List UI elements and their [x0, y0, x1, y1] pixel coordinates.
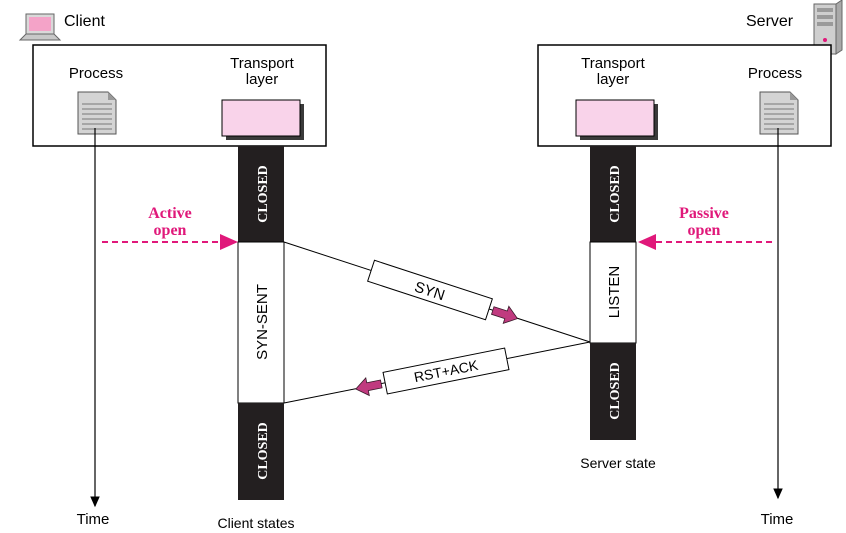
server-time-label: Time	[761, 511, 794, 528]
client-time-label: Time	[77, 511, 110, 528]
server-tower-icon	[813, 0, 843, 55]
active-open-label-line1: Active	[148, 205, 192, 222]
document-icon	[759, 91, 799, 135]
laptop-icon	[18, 13, 62, 41]
server-state-closed-top-label: CLOSED	[608, 165, 623, 223]
server-state-closed-top	[590, 146, 636, 242]
client-transport-label-line2: layer	[246, 71, 279, 88]
client-state-closed-top-label: CLOSED	[256, 165, 271, 223]
server-transport-box	[575, 99, 655, 137]
passive-open-label-line2: open	[688, 222, 721, 239]
client-state-closed-bottom	[238, 403, 284, 500]
syn-segment: SYN	[367, 259, 519, 325]
server-process-label: Process	[748, 65, 802, 82]
server-state-listen-label: LISTEN	[606, 266, 623, 319]
server-transport-label-line2: layer	[597, 71, 630, 88]
server-title: Server	[746, 13, 794, 30]
server-transport-label-line1: Transport	[581, 55, 645, 72]
active-open-label-line2: open	[154, 222, 187, 239]
client-state-syn-sent-label: SYN-SENT	[254, 284, 271, 360]
client-process-label: Process	[69, 65, 123, 82]
client-title: Client	[64, 13, 105, 30]
client-state-closed-bottom-label: CLOSED	[256, 422, 271, 480]
client-state-closed-top	[238, 146, 284, 242]
client-states-caption: Client states	[217, 515, 294, 531]
server-state-closed-bottom	[590, 343, 636, 440]
server-state-listen	[589, 241, 637, 344]
syn-direction-arrow	[490, 305, 519, 325]
server-state-closed-bottom-label: CLOSED	[608, 362, 623, 420]
rst-ack-segment: RST+ACK	[355, 347, 510, 397]
document-icon	[77, 91, 117, 135]
rst-ack-direction-arrow	[355, 376, 383, 397]
client-transport-label-line1: Transport	[230, 55, 294, 72]
client-state-syn-sent	[237, 241, 285, 404]
passive-open-label-line1: Passive	[679, 205, 729, 222]
client-transport-box	[221, 99, 301, 137]
server-state-caption: Server state	[580, 455, 656, 471]
